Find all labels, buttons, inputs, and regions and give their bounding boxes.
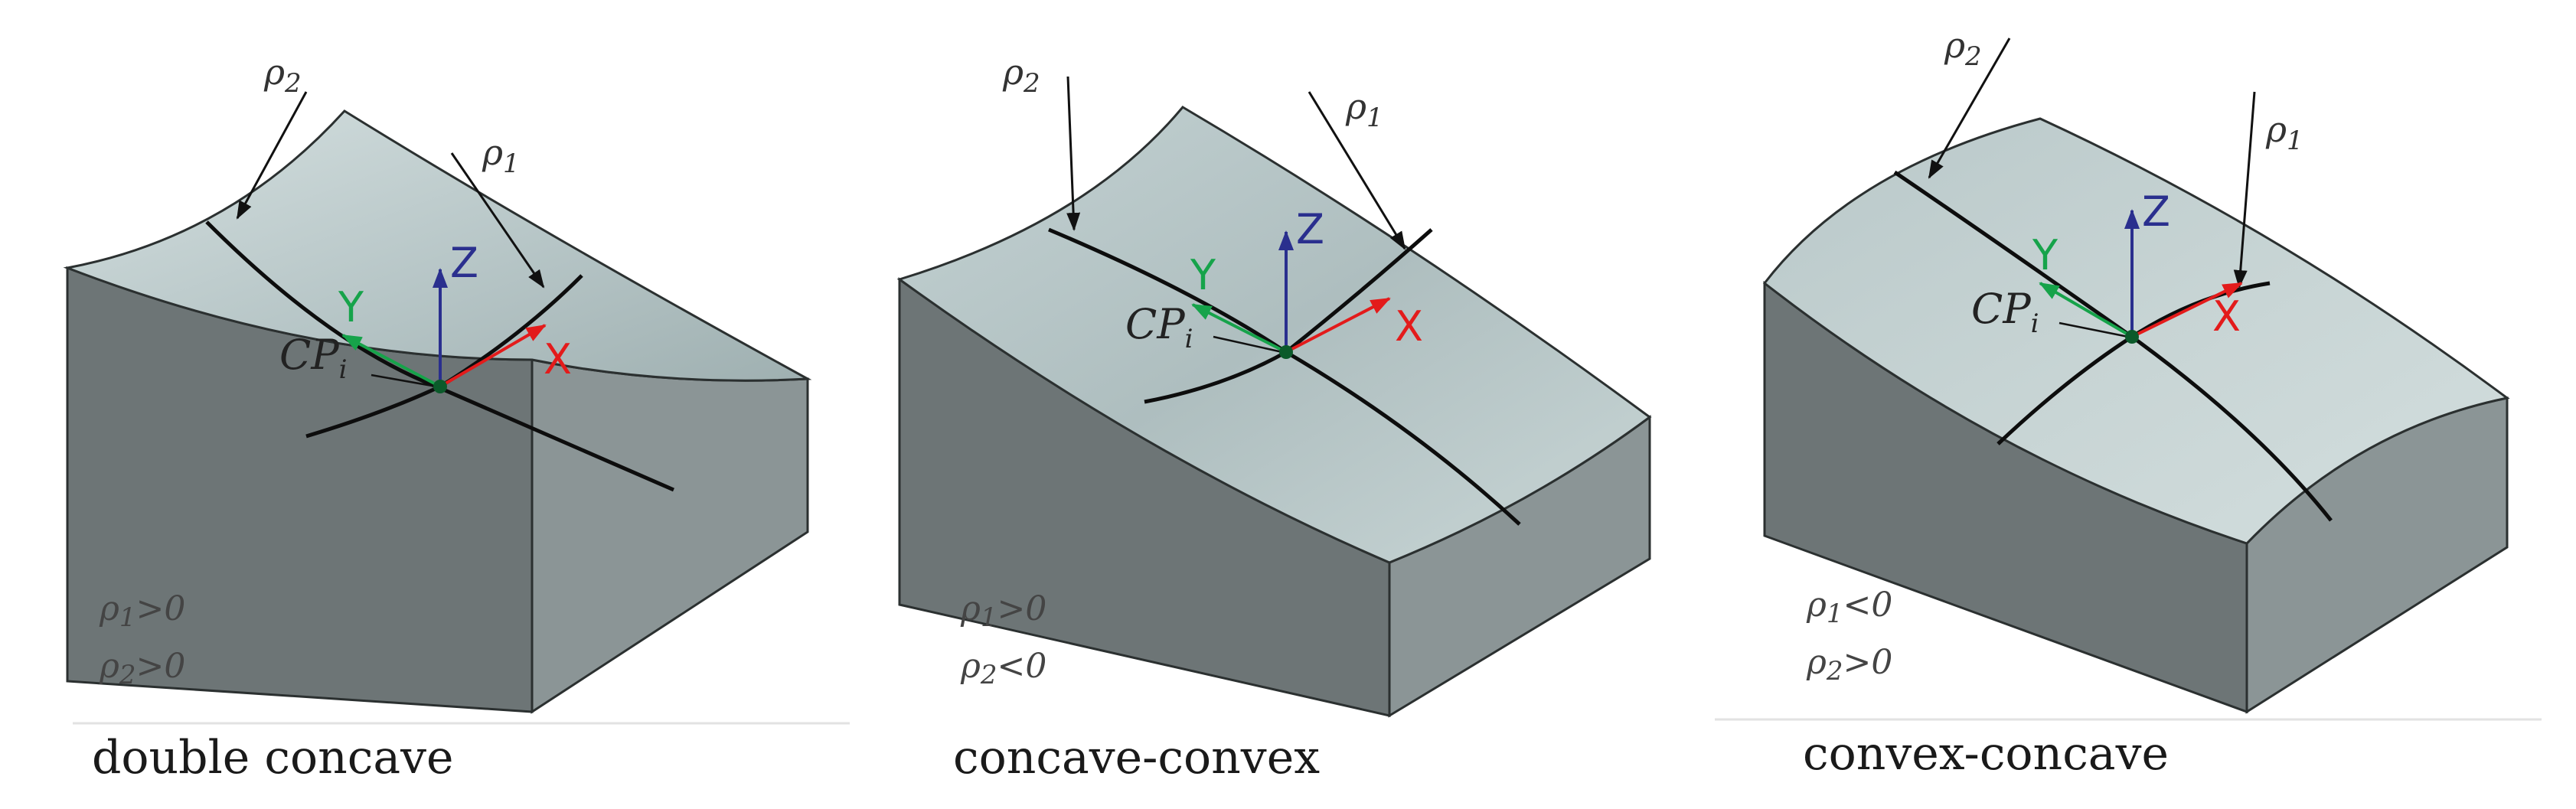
x-axis-arrow xyxy=(1285,297,1391,354)
rho1-arrow xyxy=(450,152,545,289)
convex-top-surface xyxy=(1762,117,2510,545)
saddle-top-surface xyxy=(896,106,1652,564)
rho1-arrow xyxy=(1308,91,1406,250)
rho2-arrow xyxy=(1928,38,2011,179)
panel-caption: double concave xyxy=(92,731,454,785)
rho1-condition: ρ1<0 xyxy=(1806,586,1892,629)
rho2-condition: ρ2>0 xyxy=(1806,643,1892,687)
y-axis-arrow xyxy=(341,334,441,388)
rho2-condition: ρ2<0 xyxy=(960,647,1046,690)
x-axis-arrow xyxy=(2131,282,2243,338)
contact-point-label: CPi xyxy=(1125,300,1193,354)
panel-convex-concave: ρ2 ρ1 Z X Y CPi ρ1<0 ρ2>0 convex-concave xyxy=(1715,24,2542,781)
rho2-label: ρ2 xyxy=(1944,24,1982,72)
rho2-arrow xyxy=(236,91,308,220)
contact-point-dot xyxy=(433,380,447,393)
rho2-arrow xyxy=(1066,76,1081,231)
rho1-condition: ρ1>0 xyxy=(960,589,1046,633)
rho2-condition: ρ2>0 xyxy=(99,647,185,690)
panel-concave-convex: ρ2 ρ1 Z X Y CPi ρ1>0 ρ2<0 concave-convex xyxy=(896,51,1652,785)
panel-caption: convex-concave xyxy=(1803,727,2169,781)
cp-leader-line xyxy=(371,374,437,388)
x-axis-label: X xyxy=(544,335,572,383)
rho2-label: ρ2 xyxy=(1002,51,1040,99)
block-side-face xyxy=(531,358,809,714)
rho1-condition: ρ1>0 xyxy=(99,589,185,633)
rho1-label: ρ1 xyxy=(482,132,520,179)
y-axis-label: Y xyxy=(338,283,364,331)
x-axis-label: X xyxy=(2212,292,2241,341)
panel-double-concave: ρ2 ρ1 Z X Y CPi ρ1>0 ρ2>0 double concave xyxy=(63,51,850,785)
rho2-label: ρ2 xyxy=(263,51,302,99)
contact-point-label: CPi xyxy=(279,331,348,385)
panel-caption: concave-convex xyxy=(953,731,1320,785)
rho1-arrow xyxy=(2233,91,2256,289)
x-axis-arrow xyxy=(439,324,547,388)
x-axis-label: X xyxy=(1395,302,1423,351)
y-axis-arrow xyxy=(2039,282,2134,338)
contact-point-label: CPi xyxy=(1971,285,2039,339)
y-axis-label: Y xyxy=(2032,231,2059,279)
rho1-label: ρ1 xyxy=(2265,109,2303,156)
z-axis-label: Z xyxy=(450,239,478,287)
z-axis-label: Z xyxy=(1296,205,1324,253)
z-axis-label: Z xyxy=(2142,188,2170,236)
contact-point-dot xyxy=(1279,345,1293,359)
rho1-label: ρ1 xyxy=(1345,86,1383,133)
cp-leader-line xyxy=(1213,335,1283,354)
y-axis-label: Y xyxy=(1190,251,1216,299)
cp-leader-line xyxy=(2059,321,2129,338)
contact-point-dot xyxy=(2125,330,2139,344)
y-axis-arrow xyxy=(1191,303,1287,354)
